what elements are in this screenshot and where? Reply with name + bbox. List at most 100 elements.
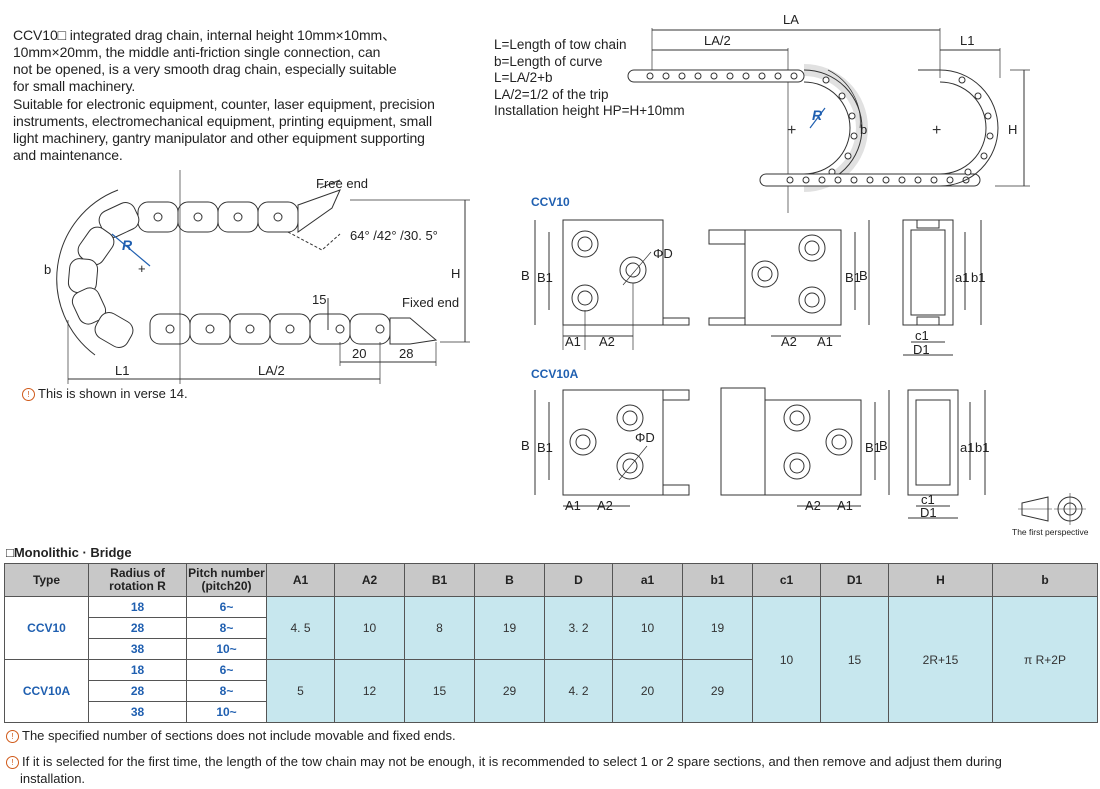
footnote-2-cont: installation. <box>20 771 86 786</box>
D1-label: D1 <box>913 342 930 357</box>
D-label-a: ΦD <box>635 430 655 445</box>
header-c1: c1 <box>752 563 821 597</box>
pitch-cell: 8~ <box>186 680 267 702</box>
formula-legend: L=Length of tow chain b=Length of curve … <box>494 37 685 120</box>
table-header-row: Type Radius of rotation R Pitch number (… <box>4 563 1098 597</box>
B-label-a2: B <box>879 438 888 453</box>
a1-label: a1 <box>955 270 969 285</box>
footnote-2: !If it is selected for the first time, t… <box>6 753 1086 787</box>
center-plus-right: + <box>932 122 941 139</box>
footnote-1: !The specified number of sections does n… <box>6 727 456 744</box>
A2-label-a: A2 <box>597 498 613 513</box>
L1-label: L1 <box>115 363 129 378</box>
H-cell: 2R+15 <box>888 596 993 723</box>
D1-cell: 15 <box>820 596 889 723</box>
intro-line: 10mm×20mm, the middle anti-friction sing… <box>13 44 381 60</box>
intro-line: and maintenance. <box>13 147 123 163</box>
B1-label-2: B1 <box>845 270 861 285</box>
dim-15: 15 <box>312 292 326 307</box>
fixed-end-label: Fixed end <box>402 295 459 310</box>
radius-R-label: R <box>812 107 823 123</box>
B-cell: 19 <box>474 596 545 660</box>
spec-table: Type Radius of rotation R Pitch number (… <box>4 563 1098 723</box>
ccv10a-section-views: ΦD B B1 A1 A2 B1 B A2 A1 a1 b1 c1 D1 <box>521 387 989 520</box>
intro-text: CCV10□ integrated drag chain, internal h… <box>13 27 473 164</box>
intro-line: CCV10□ integrated drag chain, internal h… <box>13 27 397 43</box>
header-B: B <box>474 563 545 597</box>
A2-label: A2 <box>599 334 615 349</box>
intro-line: not be opened, is a very smooth drag cha… <box>13 61 397 77</box>
header-b1: b1 <box>682 563 753 597</box>
ccv10-section-views: ΦD B B1 A1 A2 B1 B A2 A1 a1 b1 c1 D1 <box>521 219 985 357</box>
footnote-2-text: If it is selected for the first time, th… <box>22 754 1002 769</box>
legend-line: Installation height HP=H+10mm <box>494 103 685 118</box>
c1-label: c1 <box>915 328 929 343</box>
b1-label: b1 <box>971 270 985 285</box>
top-links <box>137 201 299 233</box>
header-A2: A2 <box>334 563 405 597</box>
H-label: H <box>451 266 460 281</box>
type-cell: CCV10 <box>4 596 89 660</box>
intro-line: Suitable for electronic equipment, count… <box>13 96 435 112</box>
tilt-dashed <box>287 231 341 251</box>
radius-cell: 38 <box>88 701 187 723</box>
header-radius: Radius of rotation R <box>88 563 187 597</box>
bottom-chain <box>759 173 981 187</box>
info-icon: ! <box>6 730 19 743</box>
pitch-cell: 6~ <box>186 659 267 681</box>
chain-travel-diagram: LA LA/2 L1 b R + + H <box>627 12 1030 213</box>
type-cell: CCV10A <box>4 659 89 723</box>
section-ccv10-title: CCV10 <box>531 195 570 209</box>
table-title: □Monolithic · Bridge <box>6 545 132 560</box>
B1-cell: 15 <box>404 659 475 723</box>
B-label-2: B <box>859 268 868 283</box>
LA2-label: LA/2 <box>704 33 731 48</box>
A2-label-a2: A2 <box>805 498 821 513</box>
header-H: H <box>888 563 993 597</box>
fixed-end-bracket <box>389 317 438 345</box>
bottom-links <box>149 313 391 345</box>
legend-line: L=Length of tow chain <box>494 37 627 52</box>
free-end-bracket <box>297 189 341 233</box>
table-row: 38 10~ <box>5 701 1098 723</box>
table-row: CCV10 18 6~ 4. 5 10 8 19 3. 2 10 19 10 1… <box>4 596 1098 723</box>
B1-cell: 8 <box>404 596 475 660</box>
intro-line: light machinery, gantry manipulator and … <box>13 130 425 146</box>
c1-label-a: c1 <box>921 492 935 507</box>
header-D1: D1 <box>820 563 889 597</box>
info-icon: ! <box>6 756 19 769</box>
table-row: CCV10A 18 6~ 5 12 15 29 4. 2 20 29 <box>4 659 1098 723</box>
verse-note-text: This is shown in verse 14. <box>38 386 188 401</box>
b1-cell: 29 <box>682 659 753 723</box>
header-type: Type <box>4 563 89 597</box>
A2-cell: 12 <box>334 659 405 723</box>
LA2-label: LA/2 <box>258 363 285 378</box>
a1-cell: 20 <box>612 659 683 723</box>
radius-cell: 28 <box>88 680 187 702</box>
B1-label-a: B1 <box>537 440 553 455</box>
legend-line: b=Length of curve <box>494 53 603 69</box>
first-perspective-symbol <box>1018 493 1086 525</box>
L1-label: L1 <box>960 33 974 48</box>
B-cell: 29 <box>474 659 545 723</box>
b1-cell: 19 <box>682 596 753 660</box>
pitch-cell: 6~ <box>186 596 267 618</box>
header-pitch: Pitch number (pitch20) <box>186 563 267 597</box>
chain-side-diagram: b Free end 64° /42° /30. 5° R + Fixed en… <box>44 170 470 384</box>
verse-note: !This is shown in verse 14. <box>22 385 188 402</box>
pitch-cell: 10~ <box>186 701 267 723</box>
radius-cell: 28 <box>88 617 187 639</box>
header-a1: a1 <box>612 563 683 597</box>
c1-cell: 10 <box>752 596 821 723</box>
header-B1: B1 <box>404 563 475 597</box>
A1-label-a: A1 <box>565 498 581 513</box>
A1-cell: 5 <box>266 659 335 723</box>
radius-cell: 18 <box>88 659 187 681</box>
b-label: b <box>860 122 867 137</box>
radius-cell: 38 <box>88 638 187 660</box>
legend-line: L=LA/2+b <box>494 70 553 85</box>
B1-label-a2: B1 <box>865 440 881 455</box>
A1-cell: 4. 5 <box>266 596 335 660</box>
pitch-cell: 8~ <box>186 617 267 639</box>
pitch-cell: 10~ <box>186 638 267 660</box>
